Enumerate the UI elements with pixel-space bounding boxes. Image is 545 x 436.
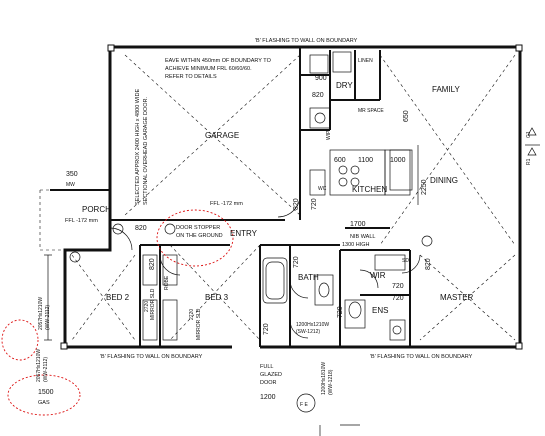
room-kitchen: KITCHEN [352, 185, 387, 194]
room-bed3: BED 3 [205, 293, 229, 302]
dim-720-hall: 720 [263, 323, 270, 335]
window-c-size: 1200Hx1210W [296, 322, 329, 328]
ensuite-fixtures [344, 299, 406, 341]
note-flashing-bottom-left: 'B' FLASHING TO WALL ON BOUNDARY [100, 354, 203, 360]
note-nib-height: 1300 HIGH [342, 242, 370, 248]
room-linen: LINEN [358, 58, 373, 64]
note-full-glazed-3: DOOR [260, 380, 277, 386]
dim-820-dry: 820 [312, 92, 324, 99]
rl-gl-markers [525, 127, 540, 156]
note-full-glazed-1: FULL [260, 364, 273, 370]
dim-820-garage: 820 [293, 198, 300, 210]
note-eave-2: ACHIEVE MINIMUM FRL 60/60/60. [165, 66, 252, 72]
room-bath: BATH [298, 273, 319, 282]
note-flashing-bottom-right: 'B' FLASHING TO WALL ON BOUNDARY [370, 354, 473, 360]
note-door-stopper-2: ON THE GROUND [176, 233, 223, 239]
room-ens: ENS [372, 306, 388, 315]
north-arrow [319, 424, 360, 436]
bath-wc [314, 274, 334, 306]
note-door-stopper-1: DOOR STOPPER [176, 225, 220, 231]
dim-1500: 1500 [38, 389, 54, 396]
dim-2720-bed3: 2720 [189, 309, 195, 320]
fe-marker [296, 393, 316, 413]
door-swings [109, 194, 421, 339]
note-mw: MW [66, 182, 75, 188]
room-porch: PORCH [82, 205, 111, 214]
note-eave-1: EAVE WITHIN 450mm OF BOUNDARY TO [165, 58, 272, 64]
dim-900: 900 [315, 75, 327, 82]
window-b-size: 2057Hx1210W [36, 349, 42, 382]
dim-650: 650 [403, 110, 410, 122]
note-flashing-top: 'B' FLASHING TO WALL ON BOUNDARY [255, 38, 358, 44]
bath-tub [262, 257, 288, 304]
left-windows [44, 254, 52, 341]
dim-820-entry: 820 [135, 225, 147, 232]
dim-600: 600 [334, 157, 346, 164]
note-full-glazed-2: GLAZED [260, 372, 282, 378]
window-d-code: (WW-1218) [328, 369, 334, 395]
dim-1700: 1700 [350, 221, 366, 228]
room-dining: DINING [430, 176, 458, 185]
laundry-fixtures [309, 51, 352, 129]
robes [142, 254, 406, 341]
note-sd: SD [402, 258, 409, 264]
window-a-code: (WW-2112) [45, 305, 51, 330]
dim-820-bed2: 820 [149, 258, 156, 270]
room-wc: WC [318, 186, 327, 192]
dim-350: 350 [66, 171, 78, 178]
room-bed2: BED 2 [106, 293, 130, 302]
note-mirror-sld-1: MIRROR SLD [150, 288, 156, 320]
dim-720-bath: 720 [293, 256, 300, 268]
note-fe: F E [300, 402, 308, 408]
note-garage-door-2: SECTIONAL OVERHEAD GARAGE DOOR. [143, 97, 149, 205]
window-d-size: 1200Hx1810W [321, 362, 327, 395]
note-wip: WIP [326, 130, 332, 140]
dining-bracket [389, 145, 419, 205]
window-c-code: (SW-1212) [296, 329, 320, 335]
note-ffl-porch: FFL -172 mm [65, 218, 98, 224]
note-robe: ROBE [164, 275, 170, 290]
room-garage: GARAGE [205, 131, 239, 140]
dim-1100: 1100 [358, 157, 373, 164]
dim-1200: 1200 [260, 394, 276, 401]
note-eave-3: REFER TO DETAILS [165, 74, 217, 80]
note-garage-door-1: SELECTED APPROX 2400 HIGH x 4800 WIDE [135, 89, 141, 205]
marker-r1: R1 [526, 158, 532, 165]
note-mr-space: MR SPACE [358, 108, 384, 114]
room-family: FAMILY [432, 85, 461, 94]
dim-2720-bed2: 2720 [144, 301, 150, 312]
porch-outline [39, 189, 65, 251]
window-b-code: (WW-2112) [43, 357, 49, 382]
dim-2250: 2250 [421, 179, 428, 195]
room-dry: DRY [336, 81, 353, 90]
window-a-size: 2057Hx1210W [38, 297, 44, 330]
dim-720-wc: 720 [311, 198, 318, 210]
note-nib-wall: NIB WALL [350, 234, 375, 240]
room-wir: WIR [370, 271, 386, 280]
dim-720-wc2: 720 [337, 306, 344, 318]
dim-720-wir: 720 [392, 283, 404, 290]
bedroom-diagonals [71, 244, 516, 341]
dim-820-master: 820 [425, 258, 432, 270]
dim-1000: 1000 [390, 157, 406, 164]
room-markers [69, 223, 433, 263]
revision-clouds [1, 209, 234, 416]
family-diagonals [379, 54, 516, 246]
dim-720-ens: 720 [392, 295, 404, 302]
room-entry: ENTRY [230, 229, 258, 238]
room-master: MASTER [440, 293, 474, 302]
note-ffl-garage: FFL -172 mm [210, 201, 243, 207]
note-gas: GAS [38, 400, 50, 406]
marker-g1: G1 [526, 131, 532, 138]
note-mirror-sld-2: MIRROR SLD [196, 308, 202, 340]
